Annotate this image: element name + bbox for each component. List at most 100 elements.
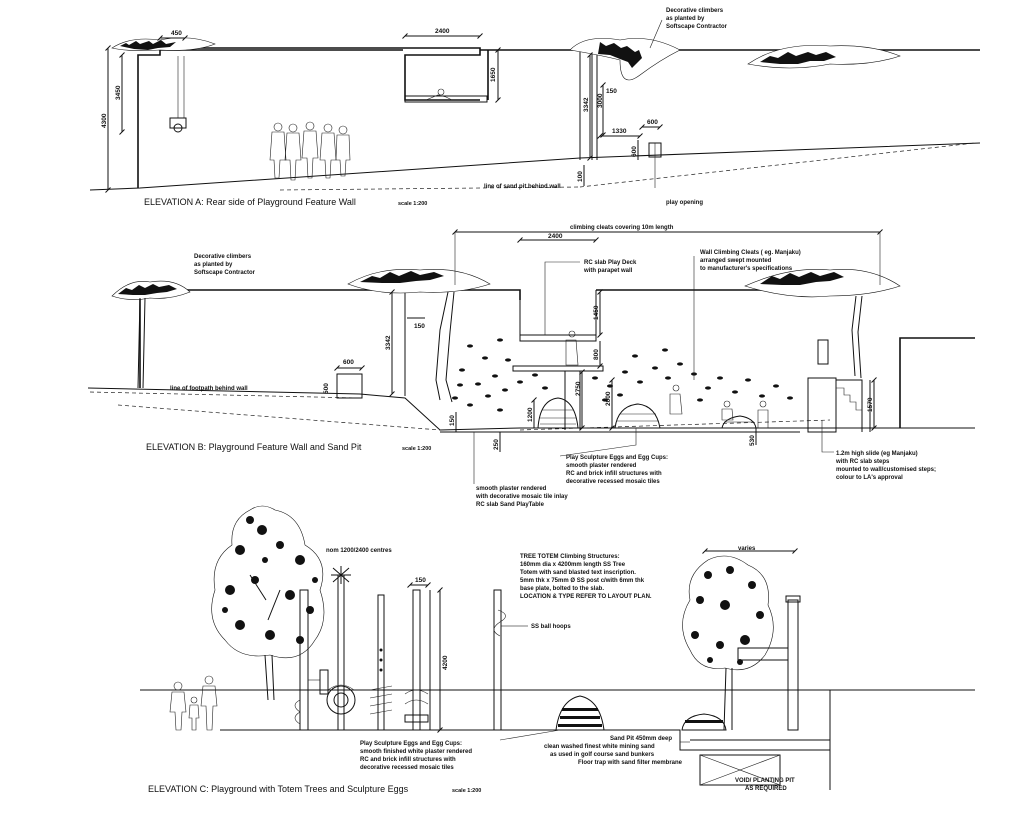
dim-text: 4300	[101, 113, 108, 128]
note-climbers: as planted by	[666, 16, 705, 22]
note-eggs: smooth plaster rendered	[566, 463, 637, 469]
tree-canopy	[111, 37, 216, 51]
note-sandpit: Sand Pit 450mm deep	[610, 736, 672, 742]
tree	[211, 505, 325, 701]
note-eggs: RC and brick infill structures with	[566, 471, 662, 477]
note-footpath: line of footpath behind wall	[170, 386, 248, 392]
dim-text: 250	[493, 439, 500, 450]
dim-text: 800	[593, 349, 600, 360]
note-eggs: RC and brick infill structures with	[360, 757, 456, 763]
elevation-b: 2400 2400 3342 150 1450 800 600 500 2750…	[87, 225, 975, 508]
climbing-cleats	[452, 338, 793, 412]
dim-text: 1650	[490, 67, 497, 82]
note-eggs: Play Sculpture Eggs and Egg Cups:	[566, 455, 668, 461]
dim-text: 2400	[435, 28, 450, 35]
note-eggs: smooth finished white plaster rendered	[360, 749, 472, 755]
dimension-lines	[105, 33, 663, 193]
note-centres: nom 1200/2400 centres	[326, 548, 392, 554]
note-eggs: decorative recessed mosaic tiles	[360, 765, 454, 771]
note-climbers: Decorative climbers	[194, 254, 252, 260]
dim-text: 500	[323, 383, 330, 394]
note-totem: 5mm thk x 75mm Ø SS post c/with 6mm thk	[520, 578, 645, 584]
note-play-opening: play opening	[666, 200, 703, 206]
elevation-a: 450 2400 3450 4300 1650 3342 150 3000 13…	[89, 8, 981, 207]
note-wall-cleats: arranged swept mounted	[700, 258, 772, 264]
dim-text: 150	[415, 577, 426, 584]
note-climbers: as planted by	[194, 262, 233, 268]
dim-text: 530	[749, 435, 756, 446]
tree	[111, 280, 191, 389]
dim-text: 600	[343, 359, 354, 366]
note-totem: 160mm dia x 4200mm length SS Tree	[520, 562, 626, 568]
tree-totem	[294, 589, 329, 731]
dim-text: 600	[647, 119, 658, 126]
note-wall-cleats: Wall Climbing Cleats ( eg. Manjaku)	[700, 250, 801, 256]
dim-text: 3342	[385, 335, 392, 350]
note-totem: LOCATION & TYPE REFER TO LAYOUT PLAN.	[520, 594, 652, 600]
tree-canopy	[569, 38, 901, 81]
elevation-a-title: ELEVATION A: Rear side of Playground Fea…	[144, 197, 356, 207]
tree	[682, 555, 774, 731]
tree-totem	[493, 589, 515, 731]
dim-text: 3450	[115, 85, 122, 100]
note-totem: TREE TOTEM Climbing Structures:	[520, 554, 620, 560]
note-rc-slab: with parapet wall	[583, 268, 633, 274]
note-plaster: with decorative mosaic tile inlay	[475, 494, 568, 500]
sculpture-egg	[614, 403, 661, 429]
scale-label: scale 1:200	[398, 201, 427, 207]
dim-text: 4200	[442, 655, 449, 670]
dim-text: 600	[631, 146, 638, 157]
dim-text: 1200	[527, 407, 534, 422]
human-figures	[269, 121, 351, 181]
tree	[744, 269, 901, 379]
note-hoops: SS ball hoops	[531, 624, 571, 630]
scale-label: scale 1:200	[402, 446, 431, 452]
sculpture-egg	[721, 415, 757, 429]
note-varies: varies	[738, 546, 756, 552]
dim-text: 150	[449, 415, 456, 426]
dim-text: 1450	[593, 305, 600, 320]
sculpture-egg	[537, 397, 579, 429]
note-slide: 1.2m high slide (eg Manjaku)	[836, 451, 918, 457]
note-totem: base plate, bolted to the slab.	[520, 586, 604, 592]
dim-text: 1330	[612, 128, 627, 135]
note-cleats-cover: climbing cleats covering 10m length	[570, 225, 674, 231]
note-slide: mounted to wall/customised steps;	[836, 467, 936, 473]
human-figures	[169, 675, 218, 731]
dim-text: 3342	[583, 97, 590, 112]
elevation-b-title: ELEVATION B: Playground Feature Wall and…	[146, 442, 362, 452]
note-eggs: decorative recessed mosaic tiles	[566, 479, 660, 485]
tree-totem	[404, 589, 431, 731]
dim-text: 150	[414, 323, 425, 330]
scale-label: scale 1:200	[452, 788, 481, 794]
note-wall-cleats: to manufacturer's specifications	[700, 266, 793, 272]
note-climbers: Softscape Contractor	[194, 270, 256, 276]
dim-text: 150	[606, 88, 617, 95]
dim-text: 450	[171, 30, 182, 37]
dim-text: 3000	[597, 93, 604, 108]
note-rc-slab: RC slab Play Deck	[584, 260, 637, 266]
dimension-lines	[407, 548, 798, 733]
note-sandpit: as used in golf course sand bunkers	[550, 752, 655, 758]
dim-text: 2750	[575, 381, 582, 396]
dim-text: 1570	[867, 397, 874, 412]
note-void: VOID/ PLANTING PIT	[735, 778, 795, 784]
note-eggs: Play Sculpture Eggs and Egg Cups:	[360, 741, 462, 747]
dimension-lines	[334, 229, 883, 452]
tree-totem	[369, 594, 393, 731]
note-sandpit: clean washed finest white mining sand	[544, 744, 655, 750]
child-figure	[425, 88, 453, 101]
sculpture-egg	[681, 713, 727, 731]
tree-totem	[326, 566, 356, 731]
note-plaster: smooth plaster rendered	[476, 486, 547, 492]
note-slide: with RC slab steps	[835, 459, 890, 465]
note-sandpit: Floor trap with sand filter membrane	[578, 760, 683, 766]
note-climbers: Softscape Contractor	[666, 24, 728, 30]
tree	[347, 269, 491, 403]
sculpture-egg	[555, 695, 605, 731]
dim-text: 100	[577, 171, 584, 182]
child-figures	[565, 330, 769, 429]
note-sand-line: line of sand pit behind wall	[484, 184, 561, 190]
note-slide: colour to LA's approval	[836, 475, 903, 481]
